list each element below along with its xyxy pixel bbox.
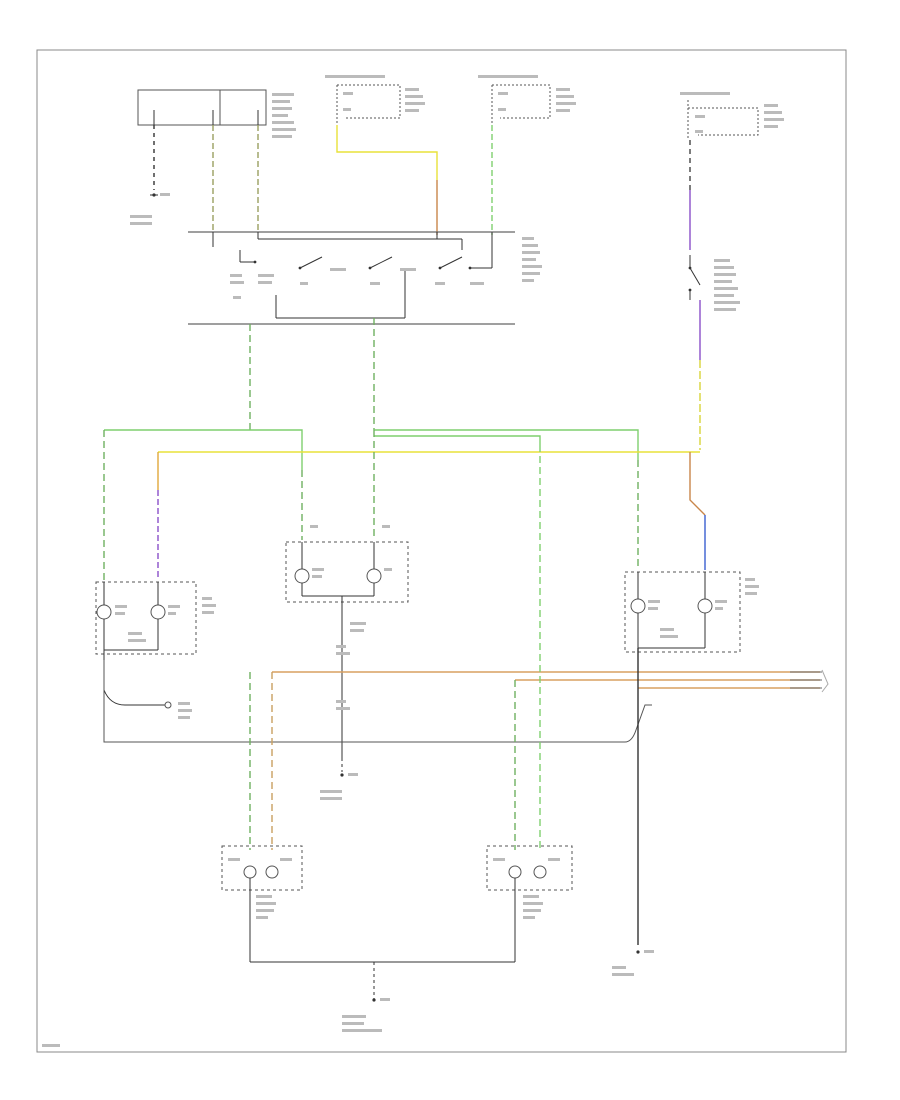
diagram-frame bbox=[36, 49, 847, 1053]
wire-green-bus-right bbox=[374, 429, 639, 460]
harness-connector-right bbox=[790, 669, 829, 693]
fuse-top-right bbox=[478, 75, 576, 125]
wire-fuse-mid-yellow bbox=[336, 125, 438, 180]
ground-symbol-bottom bbox=[342, 962, 390, 1032]
turn-hazard-switch bbox=[188, 231, 515, 325]
wire-right-yellow-orange bbox=[689, 452, 706, 516]
ground-symbol-mid bbox=[320, 740, 358, 800]
right-rear-lamp bbox=[486, 845, 573, 962]
footer-code-mark bbox=[42, 1044, 60, 1047]
front-area-boundary bbox=[103, 660, 652, 743]
tail-lamp-left bbox=[103, 660, 192, 719]
turn-hazard-switch-label bbox=[522, 237, 542, 282]
flasher-relay bbox=[688, 255, 740, 311]
instrument-cluster bbox=[285, 525, 409, 760]
left-front-lamp bbox=[95, 581, 216, 660]
ground-symbol-top-left bbox=[130, 125, 170, 225]
wire-green-bus-left bbox=[104, 429, 303, 470]
ground-symbol-right bbox=[612, 950, 654, 976]
left-rear-lamp bbox=[221, 845, 303, 962]
wire-green-bus-right-2 bbox=[374, 435, 541, 445]
right-front-lamp bbox=[624, 571, 759, 653]
fuse-top-mid bbox=[325, 75, 425, 125]
top-left-switch-label bbox=[272, 93, 296, 138]
top-left-switch-block bbox=[137, 89, 267, 126]
fuse-right-top bbox=[680, 92, 784, 140]
